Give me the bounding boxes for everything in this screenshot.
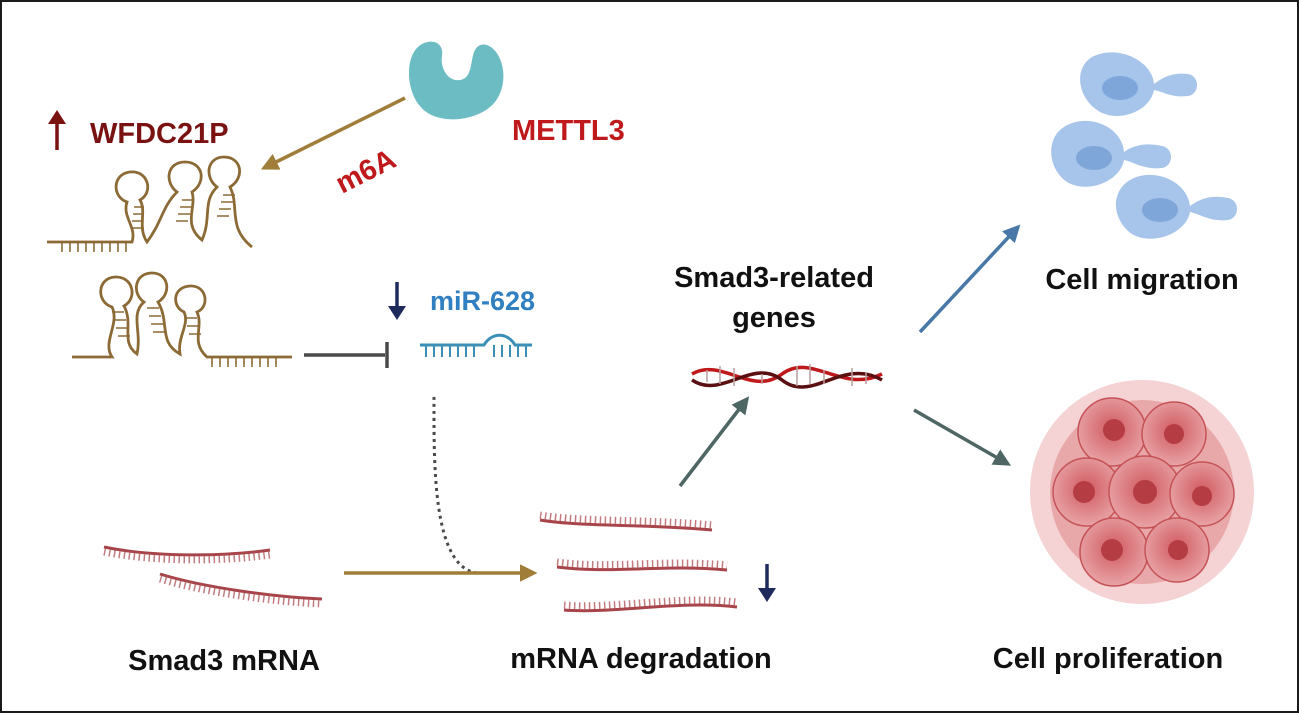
cell-migration-label: Cell migration xyxy=(1045,264,1238,296)
mirna-targeting-dotted-line xyxy=(432,396,478,575)
inhibition-arrow xyxy=(304,342,389,368)
proliferating-cells-icon xyxy=(1030,380,1254,604)
smad3-related-label-line1: Smad3-related xyxy=(674,262,874,294)
proliferation-arrow xyxy=(913,408,1012,466)
smad3-mrna-label: Smad3 mRNA xyxy=(128,645,320,677)
mettl3-label: METTL3 xyxy=(512,115,625,147)
m6a-label: m6A xyxy=(331,143,402,200)
cell-proliferation-label: Cell proliferation xyxy=(993,643,1223,675)
genes-arrow xyxy=(678,396,750,488)
dna-helix-icon xyxy=(691,364,883,389)
mrna-degradation-label: mRNA degradation xyxy=(510,643,772,675)
wfdc21p-up-arrow-icon xyxy=(48,110,66,150)
smad3-mrna-icon xyxy=(103,545,323,608)
mir628-mirna-icon xyxy=(420,333,532,357)
smad3-related-label-line2: genes xyxy=(732,302,816,334)
degradation-down-arrow-icon xyxy=(758,564,776,602)
wfdc21p-lncrna-icon xyxy=(47,155,253,252)
mir628-label: miR-628 xyxy=(430,286,535,316)
mettl3-protein-icon xyxy=(409,41,504,120)
degraded-mrna-icon xyxy=(539,511,738,613)
migrating-cells-icon xyxy=(1051,52,1237,239)
m6a-arrow xyxy=(260,96,406,170)
wfdc21p-label: WFDC21P xyxy=(90,118,229,150)
mir628-down-arrow-icon xyxy=(388,282,406,320)
migration-arrow xyxy=(918,224,1021,334)
wfdc21p-lncrna-bound-icon xyxy=(72,271,292,367)
